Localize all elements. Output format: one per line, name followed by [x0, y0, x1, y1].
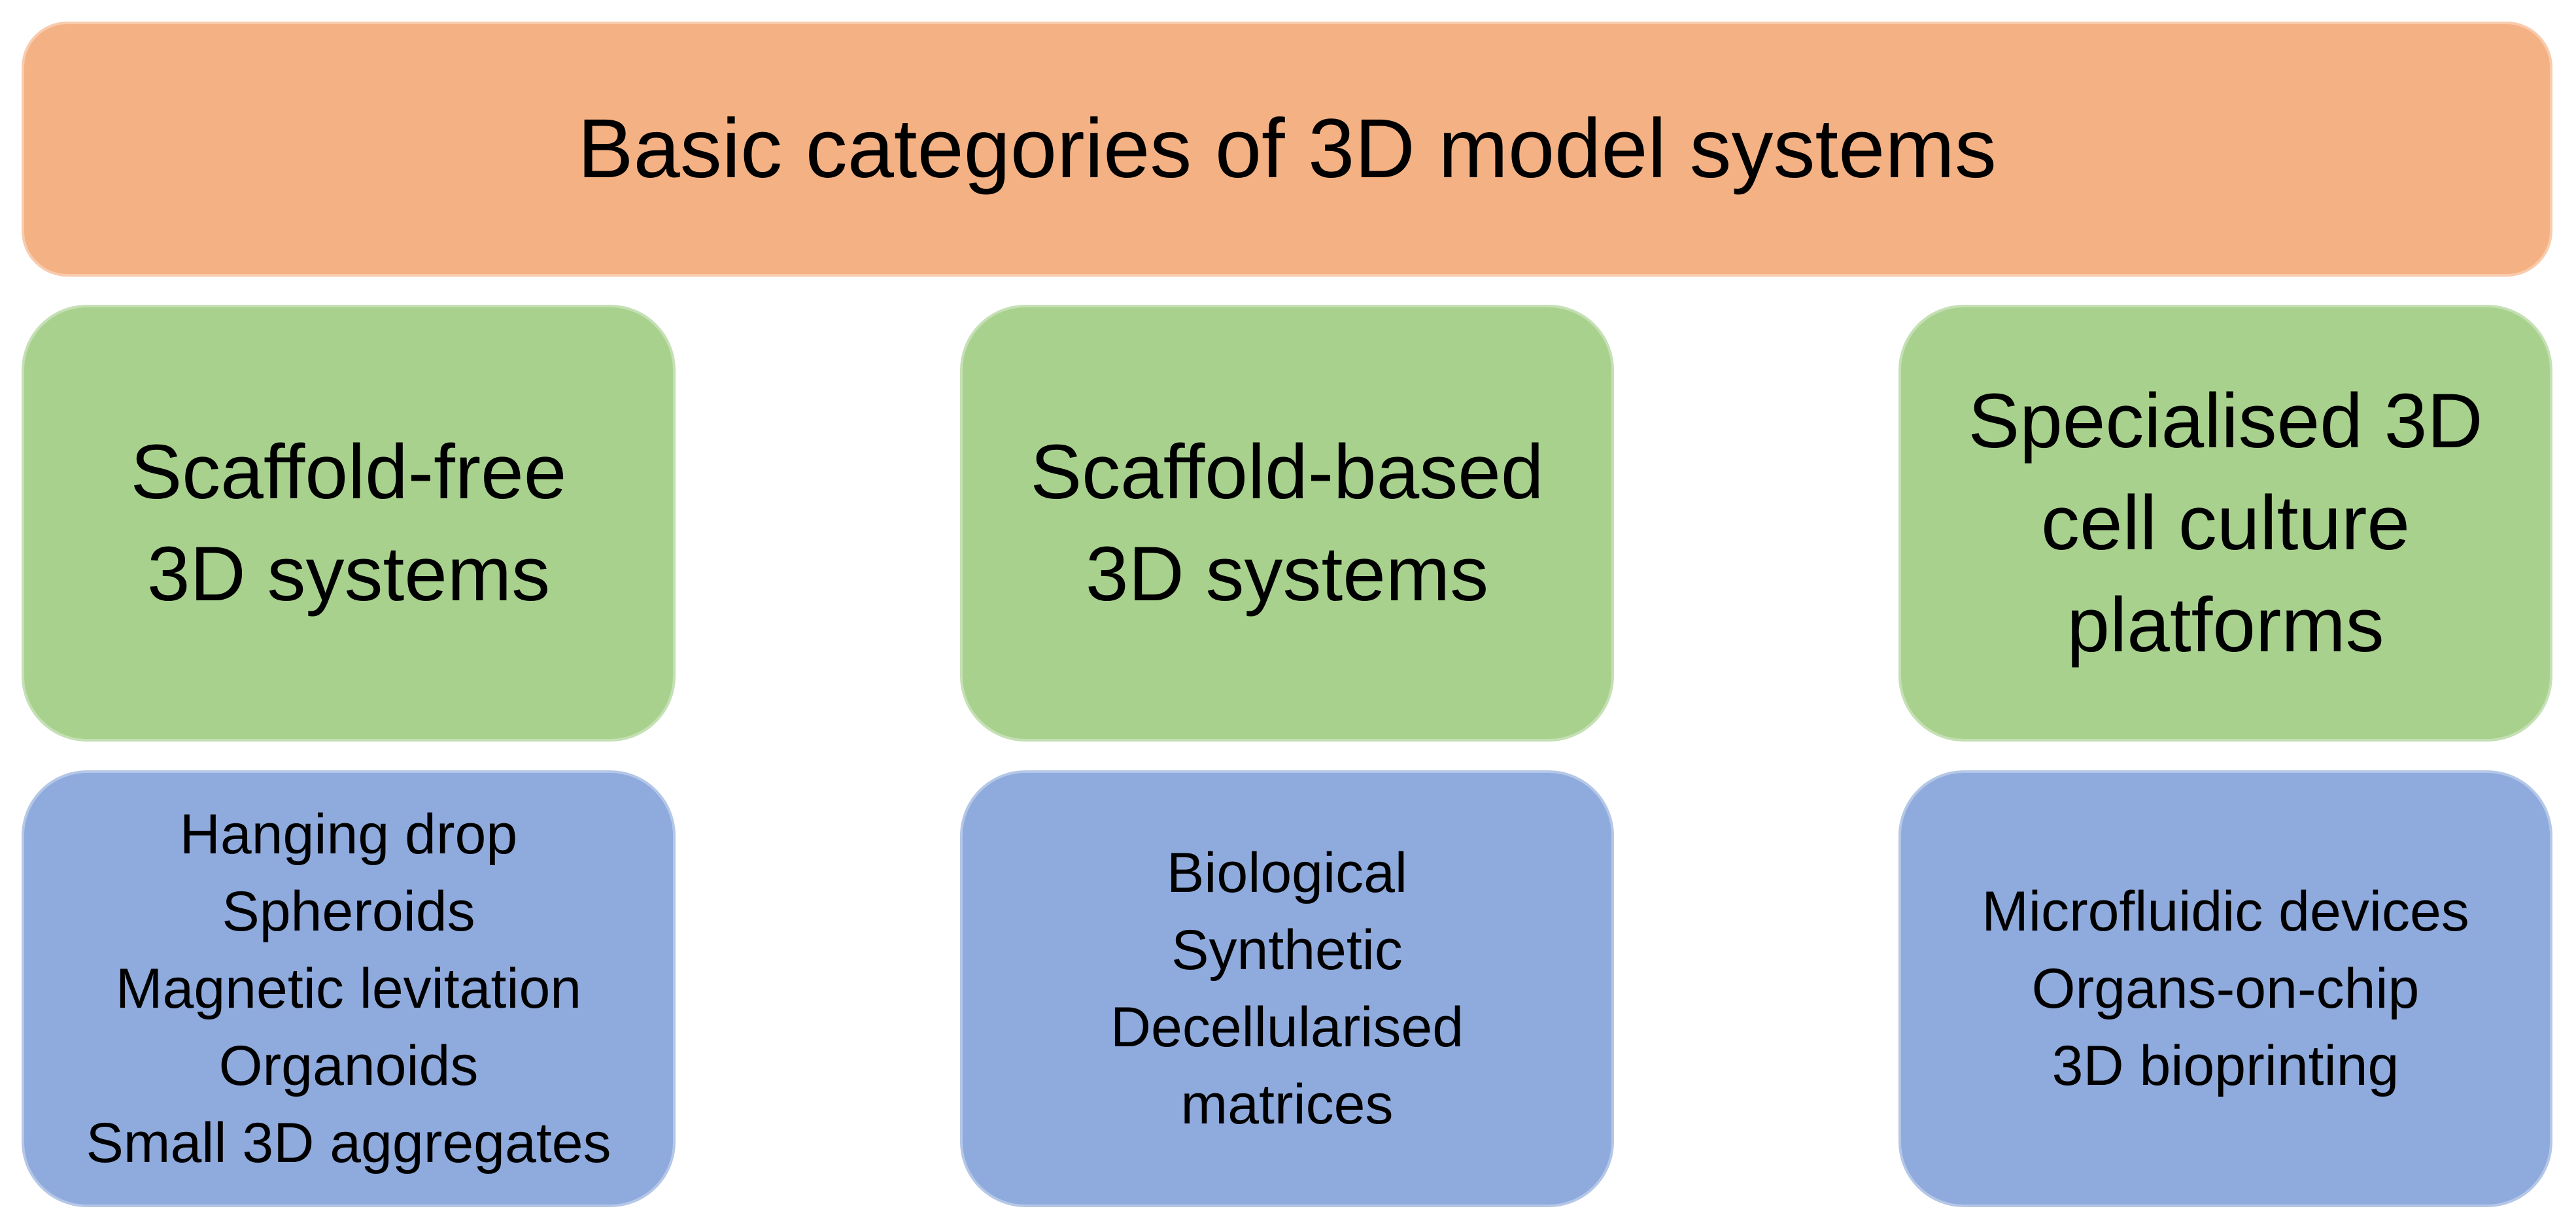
category-label-line: Specialised 3D [1968, 378, 2483, 464]
detail-box-scaffold-free: Hanging drop Spheroids Magnetic levitati… [22, 770, 676, 1207]
diagram-title: Basic categories of 3D model systems [577, 102, 1997, 196]
category-label-line: cell culture [2040, 480, 2410, 566]
detail-item: Microfluidic devices [1982, 880, 2469, 943]
detail-item: Hanging drop [179, 803, 518, 866]
detail-item: Organoids [218, 1035, 479, 1097]
detail-item: Biological [1166, 842, 1408, 904]
category-label-line: platforms [2067, 582, 2384, 668]
detail-box-scaffold-based: Biological Synthetic Decellularised matr… [960, 770, 1614, 1207]
category-box-scaffold-free: Scaffold-free 3D systems [22, 305, 676, 742]
category-label-line: 3D systems [1085, 531, 1489, 617]
category-box-scaffold-based: Scaffold-based 3D systems [960, 305, 1614, 742]
detail-item: Magnetic levitation [115, 957, 582, 1020]
detail-item: 3D bioprinting [2052, 1035, 2399, 1097]
category-label-line: Scaffold-based [1030, 429, 1544, 515]
diagram-title-box: Basic categories of 3D model systems [22, 22, 2552, 277]
category-label-line: 3D systems [146, 531, 551, 617]
detail-item: Decellularised [1110, 996, 1464, 1059]
category-box-specialised-platforms: Specialised 3D cell culture platforms [1898, 305, 2552, 742]
detail-item: matrices [1180, 1073, 1394, 1136]
detail-item: Organs-on-chip [2031, 957, 2420, 1020]
detail-box-specialised-platforms: Microfluidic devices Organs-on-chip 3D b… [1898, 770, 2552, 1207]
detail-item: Synthetic [1171, 919, 1403, 982]
category-label-line: Scaffold-free [130, 429, 567, 515]
detail-item: Spheroids [222, 880, 475, 943]
detail-item: Small 3D aggregates [86, 1112, 611, 1174]
